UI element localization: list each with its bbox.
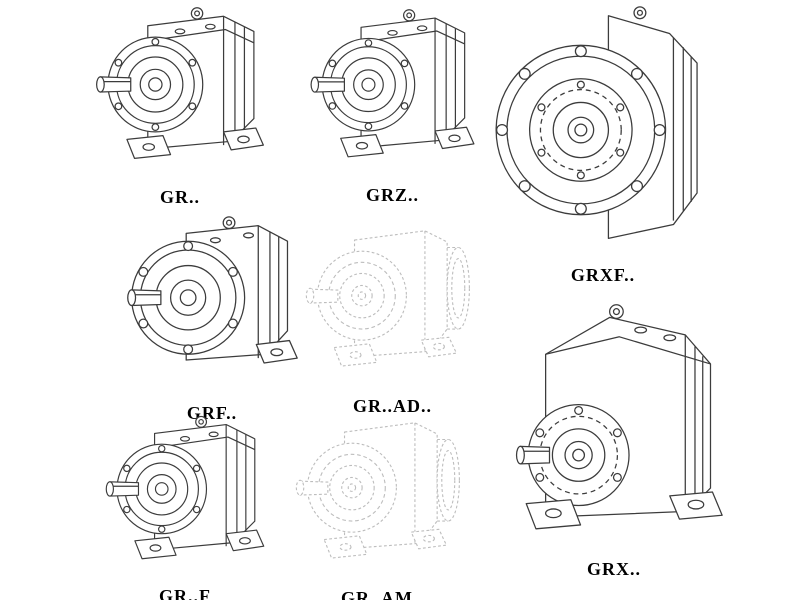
product-label-grz: GRZ..	[365, 185, 419, 205]
flange-foot-gearbox-drawing	[112, 212, 312, 399]
product-figure-gr-f: GR..F	[95, 412, 275, 600]
flange-mounted-gearbox-drawing	[492, 0, 714, 261]
product-label-grx: GRX..	[587, 559, 641, 579]
product-label-gr-am: GR..AM..	[341, 588, 424, 600]
foot-mounted-gearbox-drawing	[95, 412, 275, 582]
gearbox-with-input-adapter-drawing	[295, 216, 490, 392]
product-figure-gr-am: GR..AM..	[285, 408, 480, 600]
large-foot-mounted-gearbox-drawing	[495, 298, 733, 555]
product-figure-grx: GRX..	[495, 298, 733, 580]
product-label-grxf: GRXF..	[570, 265, 636, 285]
product-figure-grz: GRZ..	[300, 5, 485, 206]
product-figure-gr-ad: GR..AD..	[295, 216, 490, 417]
product-label-gr-ad: GR..AD..	[353, 396, 432, 416]
foot-mounted-gearbox-drawing	[85, 3, 275, 183]
product-label-gr: GR..	[160, 187, 200, 207]
product-label-gr-f: GR..F	[159, 586, 211, 600]
product-figure-grxf: GRXF..	[492, 0, 714, 286]
product-figure-gr: GR..	[85, 3, 275, 208]
product-figure-grf: GRF..	[112, 212, 312, 424]
gearbox-with-motor-adapter-drawing	[285, 408, 480, 584]
foot-mounted-gearbox-drawing	[300, 5, 485, 181]
